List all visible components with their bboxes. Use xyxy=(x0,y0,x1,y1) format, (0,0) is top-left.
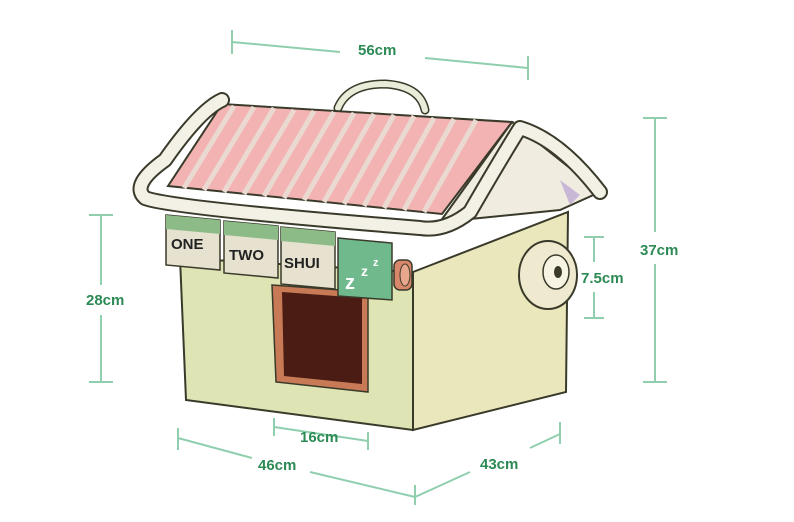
svg-text:43cm: 43cm xyxy=(480,456,518,473)
sign-shui: SHUI xyxy=(280,226,336,290)
house-illustration: ONE TWO SHUI z z z xyxy=(132,79,608,432)
roof-rim xyxy=(134,94,606,235)
dim-46cm: 46cm xyxy=(177,428,416,505)
door-opening xyxy=(282,292,362,384)
dim-56cm: 56cm xyxy=(231,30,529,80)
dim-37cm: 37cm xyxy=(640,117,678,383)
svg-text:37cm: 37cm xyxy=(640,242,678,259)
svg-text:28cm: 28cm xyxy=(86,292,124,309)
log-roll xyxy=(393,259,413,291)
dim-43cm: 43cm xyxy=(414,422,561,498)
svg-text:SHUI: SHUI xyxy=(284,255,320,272)
svg-text:56cm: 56cm xyxy=(358,42,396,59)
roof-ridges xyxy=(181,104,479,214)
sign-sleep: z z z xyxy=(337,237,393,301)
svg-text:ONE: ONE xyxy=(171,236,204,253)
dim-28cm: 28cm xyxy=(86,214,124,383)
svg-text:z: z xyxy=(373,257,379,269)
dim-7.5cm: 7.5cm xyxy=(581,236,624,319)
svg-text:16cm: 16cm xyxy=(300,429,338,446)
dim-16cm: 16cm xyxy=(273,418,369,450)
dimension-lines: 56cm 37cm 7.5cm 28cm 16cm 46cm xyxy=(86,30,678,505)
svg-text:7.5cm: 7.5cm xyxy=(581,270,624,287)
svg-text:46cm: 46cm xyxy=(258,457,296,474)
svg-text:TWO: TWO xyxy=(229,247,264,264)
sign-two: TWO xyxy=(223,220,279,279)
sign-one: ONE xyxy=(165,214,221,271)
svg-text:z: z xyxy=(345,272,355,294)
side-hole xyxy=(518,240,578,310)
svg-text:z: z xyxy=(361,263,368,279)
